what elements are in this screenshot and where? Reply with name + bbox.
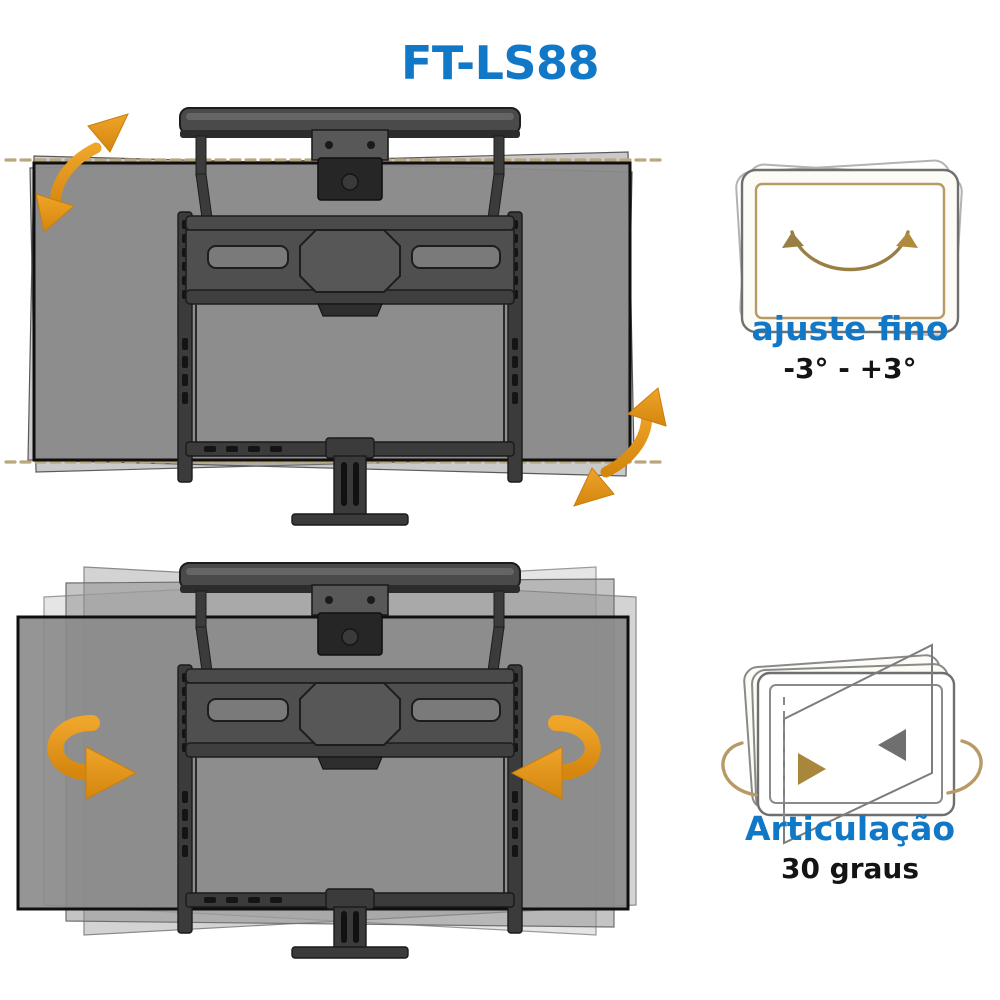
swivel-icon-main-frame	[756, 671, 956, 817]
tv-mount-tilt-illustration	[0, 90, 700, 530]
tv-mount-swivel-illustration	[0, 555, 700, 975]
slot-cutout-left	[207, 698, 289, 722]
inner-frame-rails	[195, 304, 505, 446]
swivel-icon-arrowhead-right	[798, 753, 826, 785]
octagonal-center-plate	[299, 682, 401, 746]
tilt-adjust-icon	[700, 140, 1000, 410]
center-pivot-block	[311, 129, 389, 201]
mount-bracket-assembly	[177, 107, 523, 526]
tilt-icon-curved-arrow	[790, 230, 910, 272]
stand-base-plate	[291, 513, 409, 526]
curved-double-arrow-bottom-right	[573, 387, 667, 507]
vertical-support-posts	[195, 135, 505, 219]
swivel-rotate-icon	[700, 625, 1000, 925]
slot-cutout-right	[411, 698, 501, 722]
center-pivot-block	[311, 584, 389, 656]
swivel-icon-rotation-arrow	[721, 739, 983, 797]
mount-bracket-assembly	[177, 562, 523, 959]
floor-stand	[291, 437, 409, 526]
swivel-icon-arrowhead-left	[878, 729, 906, 761]
horizontal-crossbar	[185, 215, 515, 317]
tilt-caption: ajuste fino -3° - +3°	[700, 309, 1000, 385]
floor-stand	[291, 888, 409, 959]
dashed-horizontal-guides	[4, 158, 662, 464]
slot-cutout-right	[411, 245, 501, 269]
octagonal-center-plate	[299, 229, 401, 293]
product-title: FT-LS88	[400, 36, 600, 90]
tilt-subline: -3° - +3°	[783, 351, 917, 385]
swivel-caption: Articulação 30 graus	[700, 809, 1000, 885]
curved-double-arrow-top-left	[35, 113, 129, 233]
top-rail-bar	[179, 562, 521, 593]
slot-cutout-left	[207, 245, 289, 269]
tilt-icon-main-frame	[740, 168, 960, 334]
swivel-subline: 30 graus	[780, 851, 920, 885]
horizontal-crossbar	[185, 668, 515, 770]
swivel-headline: Articulação	[744, 809, 956, 848]
tilt-headline: ajuste fino	[751, 309, 949, 348]
vertical-support-posts	[195, 590, 505, 672]
inner-frame-rails	[195, 757, 505, 897]
stand-base-plate	[291, 946, 409, 959]
hook-arrow-right	[510, 715, 601, 800]
hook-arrow-left	[47, 715, 138, 800]
